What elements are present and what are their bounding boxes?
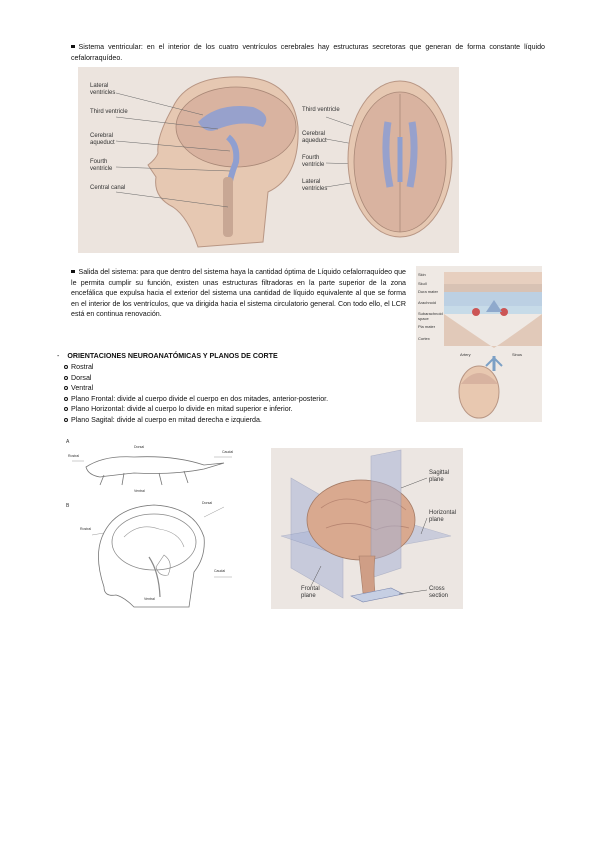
label-a-caudal: Caudal	[222, 450, 234, 454]
label-third-ventricle: Third ventricle	[90, 109, 128, 115]
circle-bullet-icon	[64, 365, 68, 369]
panel-b-label: B	[66, 503, 70, 509]
circle-bullet-icon	[64, 375, 68, 380]
label-sagittal-plane: Sagittal plane	[429, 470, 450, 483]
label-skull: Skull	[418, 281, 427, 286]
panel-a-label: A	[66, 439, 70, 445]
orientations-heading-text: ORIENTACIONES NEUROANATÓMICAS Y PLANOS D…	[67, 352, 278, 360]
ventricular-system-text: Sistema ventricular: en el interior de l…	[71, 43, 545, 62]
label-b-rostral: Rostral	[80, 527, 92, 531]
label-fourth-ventricle: Fourth ventricle	[90, 159, 113, 172]
ventricles-figure: Lateral ventricles Third ventricle Cereb…	[78, 67, 459, 253]
bullet-square-icon	[71, 269, 75, 273]
system-exit-paragraph: Salida del sistema: para que dentro del …	[71, 267, 406, 320]
circle-bullet-icon	[64, 417, 68, 422]
label-cortex: Cortex	[418, 336, 430, 341]
label-fourth-ventricle-top: Fourth ventricle	[302, 155, 325, 168]
label-dura-mater: Dura mater	[418, 289, 439, 294]
orientations-heading: - ORIENTACIONES NEUROANATÓMICAS Y PLANOS…	[57, 351, 278, 362]
label-b-caudal: Caudal	[214, 569, 226, 573]
meninges-figure: Skin Skull Dura mater Arachnoid Subarach…	[416, 266, 542, 422]
meninges-illustration	[444, 272, 542, 419]
circle-bullet-icon	[64, 396, 68, 401]
label-cerebral-aqueduct: Cerebral aqueduct	[90, 133, 115, 146]
label-a-ventral: Ventral	[134, 489, 145, 493]
list-item: Plano Sagital: divide al cuerpo en mitad…	[64, 415, 394, 426]
orientation-figure: A B Dorsal Rostral Caudal Ventral Dorsal…	[64, 437, 240, 609]
list-item: Rostral	[64, 362, 394, 373]
label-horizontal-plane: Horizontal plane	[429, 510, 457, 523]
orientations-list: Rostral Dorsal Ventral Plano Frontal: di…	[64, 362, 394, 426]
label-lateral-ventricles-top: Lateral ventricles	[302, 179, 328, 192]
planes-figure: Sagittal plane Horizontal plane Frontal …	[271, 448, 463, 609]
label-third-ventricle-top: Third ventricle	[302, 107, 340, 113]
ventricles-illustration	[115, 76, 453, 248]
label-cross-section: Cross section	[429, 586, 449, 599]
label-cerebral-aqueduct-top: Cerebral aqueduct	[302, 131, 327, 144]
label-lateral-ventricles: Lateral ventricles	[90, 83, 116, 96]
label-sinus: Sinus	[512, 352, 523, 357]
label-b-dorsal: Dorsal	[202, 501, 213, 505]
label-pia-mater: Pia mater	[418, 324, 436, 329]
label-b-ventral: Ventral	[144, 597, 155, 601]
orientation-illustration	[72, 456, 232, 608]
label-a-dorsal: Dorsal	[134, 445, 145, 449]
list-item: Dorsal	[64, 373, 394, 384]
label-frontal-plane: Frontal plane	[301, 586, 320, 599]
list-item: Plano Frontal: divide al cuerpo divide e…	[64, 394, 394, 405]
list-item: Plano Horizontal: divide al cuerpo lo di…	[64, 404, 394, 415]
heading-dash: -	[57, 352, 60, 360]
circle-bullet-icon	[64, 407, 68, 412]
planes-illustration	[280, 449, 452, 603]
label-central-canal: Central canal	[90, 185, 126, 191]
label-skin: Skin	[418, 272, 426, 277]
label-arachnoid: Arachnoid	[418, 300, 437, 305]
system-exit-text: Salida del sistema: para que dentro del …	[71, 268, 406, 319]
circle-bullet-icon	[64, 386, 68, 391]
label-artery: Artery	[460, 352, 471, 357]
ventricular-system-paragraph: Sistema ventricular: en el interior de l…	[71, 42, 545, 63]
bullet-square-icon	[71, 44, 75, 48]
label-subarachnoid-space: Subarachnoid space	[418, 311, 443, 321]
list-item: Ventral	[64, 383, 394, 394]
label-a-rostral: Rostral	[68, 454, 80, 458]
